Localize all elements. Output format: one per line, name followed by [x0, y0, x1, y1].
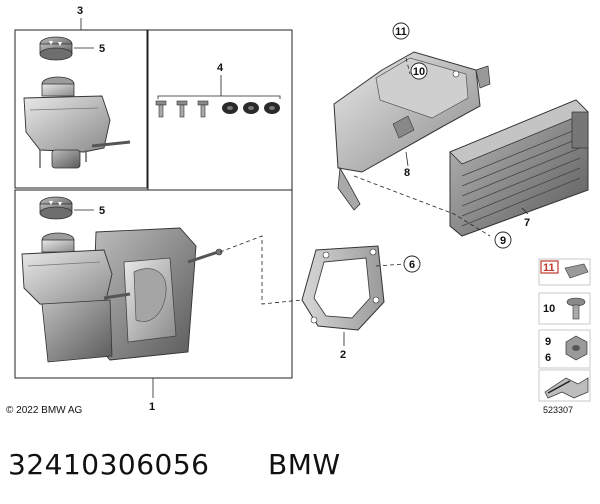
callout-7: 7: [524, 217, 530, 229]
reference-lines: [219, 57, 491, 305]
svg-text:6: 6: [545, 352, 551, 364]
dashed-line-6: [375, 263, 405, 267]
bolt-1: [155, 100, 167, 118]
part-number: 32410306056: [8, 448, 210, 481]
svg-text:10: 10: [413, 66, 425, 78]
callouts: 3 5 4 5 1 2 8 7 11 10 6 9: [77, 5, 530, 413]
bolt-2: [176, 100, 188, 118]
legend-row-11: 11: [538, 258, 591, 286]
callout-8: 8: [404, 167, 410, 179]
fasteners-part-4: [155, 100, 280, 118]
diagram-id: 523307: [543, 405, 574, 415]
callout-2: 2: [340, 349, 346, 361]
copyright-text: © 2022 BMW AG: [6, 405, 83, 416]
brand-name: BMW: [268, 448, 341, 481]
grommet-3: [264, 102, 280, 114]
arrow-plate-icon: [544, 377, 589, 399]
callout-circle-6: 6: [403, 255, 421, 273]
callout-5-bottom: 5: [99, 205, 105, 217]
brake-assembly-part-1: [21, 196, 223, 363]
svg-text:9: 9: [500, 235, 506, 247]
svg-text:10: 10: [543, 303, 555, 315]
dashed-line-9: [353, 175, 491, 237]
svg-text:11: 11: [395, 26, 407, 38]
control-module-part-7: [449, 99, 589, 237]
reservoir-part-3: [23, 36, 131, 169]
dashed-line-10: [405, 57, 411, 75]
legend-row-arrow: [538, 369, 591, 402]
svg-text:9: 9: [545, 336, 551, 348]
bracket-part-8: [333, 51, 491, 211]
legend-row-10: 10: [538, 292, 591, 325]
legend-highlight-box: [540, 260, 559, 274]
leader-lines: [74, 18, 529, 398]
parts-legend: 11 10 9 6: [538, 258, 591, 402]
frame-assembly-1: [14, 189, 293, 379]
dashed-line-rod-gasket: [219, 235, 303, 305]
svg-text:6: 6: [409, 259, 415, 271]
callout-3: 3: [77, 5, 83, 17]
callout-5-top: 5: [99, 43, 105, 55]
bolt-3: [197, 100, 209, 118]
callout-circle-10: 10: [410, 62, 428, 80]
clip-nut-icon: [564, 263, 589, 279]
gasket-part-2: [301, 245, 385, 331]
callout-circle-11: 11: [392, 22, 410, 40]
callout-4: 4: [217, 62, 224, 74]
legend-row-9-6: 9 6: [538, 329, 591, 369]
callout-circle-9: 9: [494, 231, 512, 249]
grommet-1: [222, 102, 238, 114]
callout-1: 1: [149, 401, 155, 413]
grommet-2: [243, 102, 259, 114]
svg-text:11: 11: [543, 262, 555, 274]
